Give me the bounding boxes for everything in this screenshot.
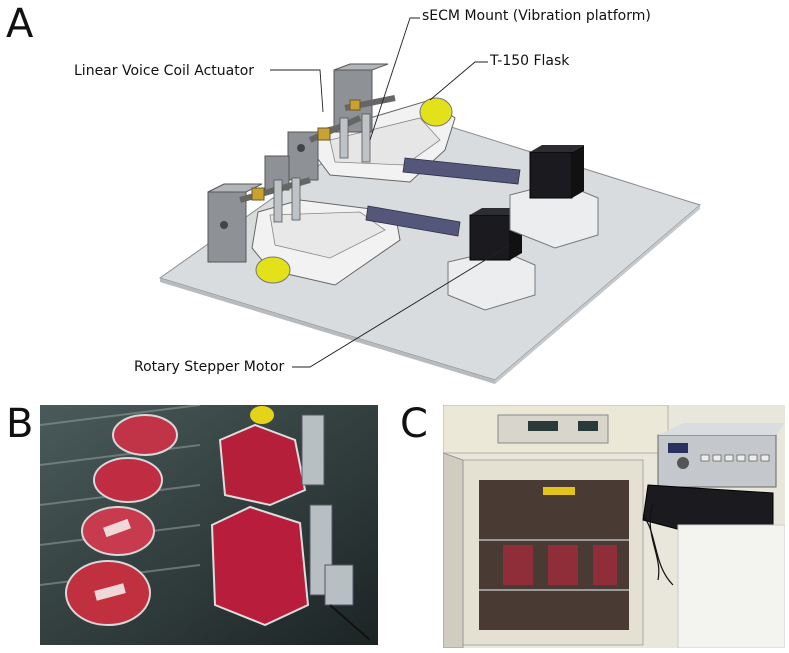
leader-line-stepper (292, 244, 511, 368)
petri-dishes (65, 414, 178, 626)
flasks-with-media (210, 406, 310, 627)
leader-line-voice-coil (270, 69, 324, 113)
function-generator (657, 423, 785, 488)
callout-t150-flask: T-150 Flask (490, 53, 570, 69)
leader-line-secm (369, 17, 420, 141)
photo-device-in-incubator (40, 405, 378, 645)
leader-line-t150 (429, 61, 488, 101)
callout-secm-mount: sECM Mount (Vibration platform) (422, 8, 651, 24)
incubator-door (443, 452, 464, 648)
flask-cap-icon (255, 256, 291, 284)
callout-voice-coil: Linear Voice Coil Actuator (74, 63, 255, 79)
photo-incubator-setup (443, 405, 785, 648)
callout-stepper-motor: Rotary Stepper Motor (134, 359, 285, 375)
flask-cap-icon (250, 406, 274, 424)
secm-mounts (273, 113, 371, 223)
panel-label-b: B (6, 401, 34, 447)
stepper-motor-lower (447, 208, 536, 311)
linkage-arms (365, 157, 521, 237)
stepper-motor-upper (509, 145, 599, 249)
side-cabinet (677, 524, 785, 648)
cad-diagram (158, 17, 702, 384)
panel-label-a: A (6, 1, 34, 47)
flask-lower (251, 199, 401, 286)
panel-label-c: C (400, 401, 428, 447)
flask-cap-icon (419, 97, 453, 127)
